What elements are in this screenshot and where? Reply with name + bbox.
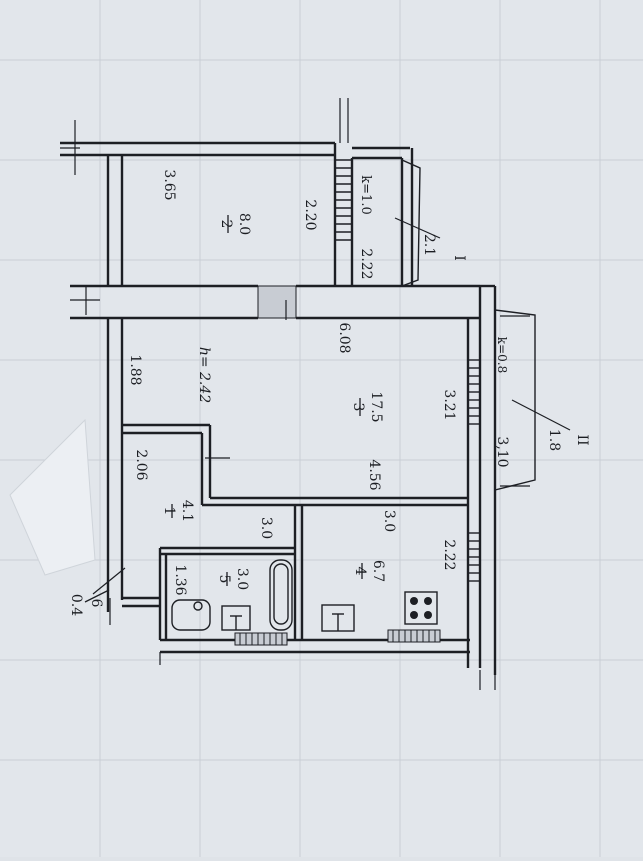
dim-room2-width: 3.65	[161, 169, 177, 200]
fraction-lines	[84, 215, 363, 603]
wall-fill	[234, 285, 441, 646]
windows	[335, 159, 480, 582]
dim-bath-width: 3.0	[258, 517, 274, 539]
room6-area: 0.4	[68, 594, 84, 616]
dim-room3-length: 3.21	[441, 389, 457, 420]
room4-number: 4	[352, 567, 368, 576]
ceiling-height: h= 2.42	[196, 347, 212, 403]
dim-hall-length: 2.06	[133, 449, 149, 480]
bathtub-icon	[269, 559, 293, 631]
room3-area: 17.5	[368, 391, 384, 422]
toilet-icon	[171, 599, 211, 631]
window2-fraction: 1.8	[546, 429, 562, 451]
stove-icon	[404, 591, 438, 625]
vent-grilles	[239, 630, 436, 645]
room6-number: 6	[88, 599, 104, 608]
paper-fold	[9, 418, 96, 576]
balcony-outlines	[401, 159, 536, 491]
window1-width: 2.22	[358, 248, 374, 279]
dim-kitchen-length: 2.22	[441, 539, 457, 570]
window1-k: k=1.0	[358, 175, 373, 214]
stove-burners	[410, 597, 432, 619]
dim-room3-width: 6.08	[336, 322, 352, 353]
window1-fraction: 2.1	[421, 234, 437, 256]
room3-number: 3	[350, 403, 366, 412]
dim-bath-length: 1.36	[172, 564, 188, 595]
fixtures	[171, 559, 438, 632]
window2-k: k=0.8	[495, 337, 509, 373]
room1-number: 1	[161, 507, 177, 516]
window2-width: 3,10	[494, 436, 510, 467]
room1-area: 4.1	[179, 500, 195, 522]
dim-corridor-length: 1.88	[127, 354, 143, 385]
room5-area: 3.0	[234, 568, 250, 590]
walls	[60, 141, 497, 675]
room5-number: 5	[216, 575, 232, 584]
extension-lines	[60, 98, 571, 690]
room2-number: 2	[218, 220, 234, 229]
window1-label: I	[451, 255, 467, 261]
dim-room2-length: 2.20	[302, 199, 318, 230]
room4-area: 6.7	[370, 560, 386, 582]
window2-label: II	[574, 434, 590, 445]
dim-room3-bottom: 4.56	[366, 459, 382, 490]
room2-area: 8.0	[236, 213, 252, 235]
dim-kitchen-width: 3.0	[381, 510, 397, 532]
